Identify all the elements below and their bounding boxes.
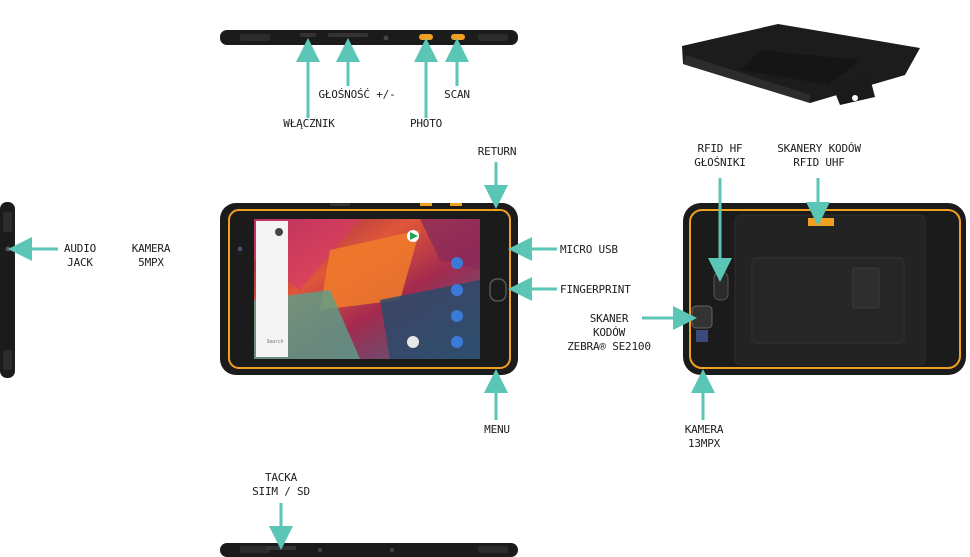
screen-search[interactable]: Search: [262, 339, 288, 345]
side-panel: [256, 221, 288, 357]
label-scan: SCAN: [437, 88, 477, 102]
label-fingerprint: FINGERPRINT: [560, 283, 640, 297]
label-return: RETURN: [470, 145, 524, 159]
scan-button-shape: [451, 34, 465, 40]
tablet-front: [220, 203, 518, 375]
photo-button-shape: [419, 34, 433, 40]
tablet-top-edge: [220, 30, 518, 45]
label-power: WŁĄCZNIK: [280, 117, 338, 131]
label-photo: PHOTO: [403, 117, 449, 131]
label-volume: GŁOŚNOŚĆ +/-: [312, 88, 402, 102]
label-menu: MENU: [475, 423, 519, 437]
settings-icon[interactable]: [275, 228, 283, 236]
camera-icon: [238, 247, 243, 252]
tablet-left-side: [0, 202, 15, 378]
label-micro-usb: MICRO USB: [560, 243, 630, 257]
tablet-bottom-edge: [220, 543, 518, 557]
phone-icon[interactable]: [451, 336, 463, 348]
tablet-back: [683, 203, 966, 375]
tablet-3d-render: [682, 24, 920, 105]
